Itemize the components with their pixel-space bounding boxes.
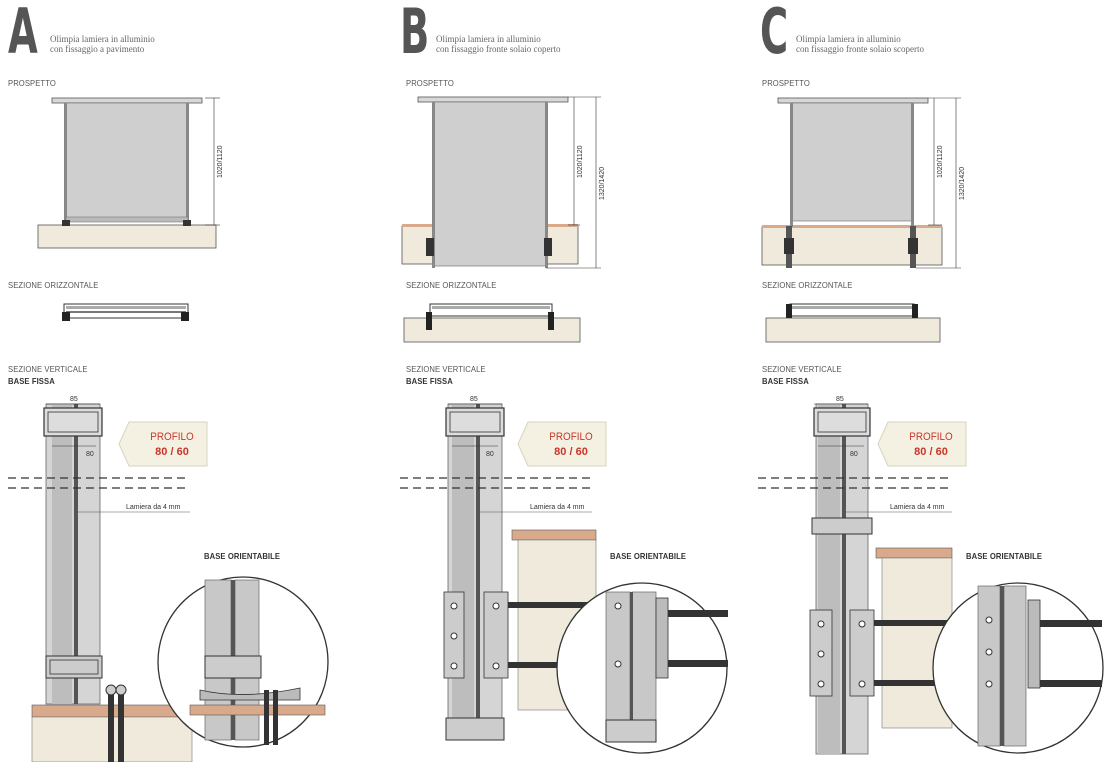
base-fissa-label: BASE FISSA: [406, 376, 453, 386]
sezione-orizzontale-label: SEZIONE ORIZZONTALE: [406, 280, 497, 290]
prospetto-label: PROSPETTO: [762, 78, 810, 88]
dim-80: 80: [86, 451, 94, 458]
profilo-label: PROFILO: [549, 431, 593, 443]
sezione-verticale-label: SEZIONE VERTICALE: [406, 364, 486, 374]
lamiera-label: Lamiera da 4 mm: [530, 504, 585, 511]
dim-85: 85: [470, 396, 478, 403]
subtitle-line1: Olimpia lamiera in alluminio: [436, 34, 541, 44]
panel-letter: B: [400, 0, 429, 68]
sezione-orizzontale-label: SEZIONE ORIZZONTALE: [8, 280, 99, 290]
vertical-section: 85 80 Lamiera da 4 mm: [758, 396, 953, 755]
dim-height: 1020/1120: [217, 145, 224, 178]
subtitle-line2: con fissaggio fronte solaio coperto: [436, 44, 561, 54]
profilo-tag: PROFILO 80 / 60: [117, 420, 209, 468]
tag-shape: [517, 421, 607, 467]
profilo-tag: PROFILO 80 / 60: [516, 420, 608, 468]
base-fissa-label: BASE FISSA: [762, 376, 809, 386]
vertical-section: 85 80 Lamiera da 4 mm: [8, 396, 193, 762]
profilo-label: PROFILO: [150, 431, 194, 443]
drawing-c: 1020/1120 1320/1420 85 80 Lamiera da 4 m…: [758, 97, 1104, 755]
horizontal-section: [403, 303, 581, 343]
horizontal-section: [765, 303, 941, 343]
elevation-view: 1020/1120 1320/1420: [761, 97, 966, 269]
panel-letter: A: [8, 0, 38, 68]
elevation-view: 1020/1120: [37, 97, 224, 249]
base-orientabile-label: BASE ORIENTABILE: [204, 551, 281, 561]
subtitle-line1: Olimpia lamiera in alluminio: [50, 34, 155, 44]
profilo-value: 80 / 60: [554, 446, 588, 458]
panel-subtitle: Olimpia lamiera in alluminio con fissagg…: [796, 34, 924, 54]
profilo-tag: PROFILO 80 / 60: [876, 420, 968, 468]
panel-subtitle: Olimpia lamiera in alluminio con fissagg…: [436, 34, 560, 54]
panel-letter: C: [760, 0, 788, 68]
panel-a: A Olimpia lamiera in alluminio con fissa…: [0, 0, 360, 762]
base-orientabile-label: BASE ORIENTABILE: [610, 551, 687, 561]
lamiera-label: Lamiera da 4 mm: [890, 504, 945, 511]
profilo-value: 80 / 60: [155, 446, 189, 458]
subtitle-line2: con fissaggio fronte solaio scoperto: [796, 44, 924, 54]
dim-85: 85: [70, 396, 78, 403]
drawing-a: 1020/1120 85 80 Lamiera da 4 mm: [8, 97, 329, 762]
dim-85: 85: [836, 396, 844, 403]
elevation-view: 1020/1120 1320/1420: [401, 96, 606, 269]
prospetto-label: PROSPETTO: [8, 78, 56, 88]
lamiera-label: Lamiera da 4 mm: [126, 504, 181, 511]
subtitle-line1: Olimpia lamiera in alluminio: [796, 34, 901, 44]
sezione-verticale-label: SEZIONE VERTICALE: [8, 364, 88, 374]
detail-circle: [157, 576, 329, 748]
subtitle-line2: con fissaggio a pavimento: [50, 44, 145, 54]
dim-height: 1020/1120: [937, 145, 944, 178]
dim-height: 1020/1120: [577, 145, 584, 178]
detail-circle: [556, 582, 728, 754]
dim-total: 1320/1420: [599, 167, 606, 200]
tag-shape: [118, 421, 208, 467]
dim-80: 80: [486, 451, 494, 458]
detail-circle: [932, 582, 1104, 754]
sezione-verticale-label: SEZIONE VERTICALE: [762, 364, 842, 374]
tag-shape: [877, 421, 967, 467]
horizontal-section: [62, 303, 189, 321]
drawing-b: 1020/1120 1320/1420 85 80 Lamiera da 4 m…: [400, 96, 728, 754]
dim-80: 80: [850, 451, 858, 458]
panel-subtitle: Olimpia lamiera in alluminio con fissagg…: [50, 34, 155, 54]
panel-b: B Olimpia lamiera in alluminio con fissa…: [396, 0, 756, 762]
dim-total: 1320/1420: [959, 167, 966, 200]
prospetto-label: PROSPETTO: [406, 78, 454, 88]
base-orientabile-label: BASE ORIENTABILE: [966, 551, 1043, 561]
profilo-label: PROFILO: [909, 431, 953, 443]
profilo-value: 80 / 60: [914, 446, 948, 458]
sezione-orizzontale-label: SEZIONE ORIZZONTALE: [762, 280, 853, 290]
panel-c: C Olimpia lamiera in alluminio con fissa…: [756, 0, 1106, 762]
base-fissa-label: BASE FISSA: [8, 376, 55, 386]
